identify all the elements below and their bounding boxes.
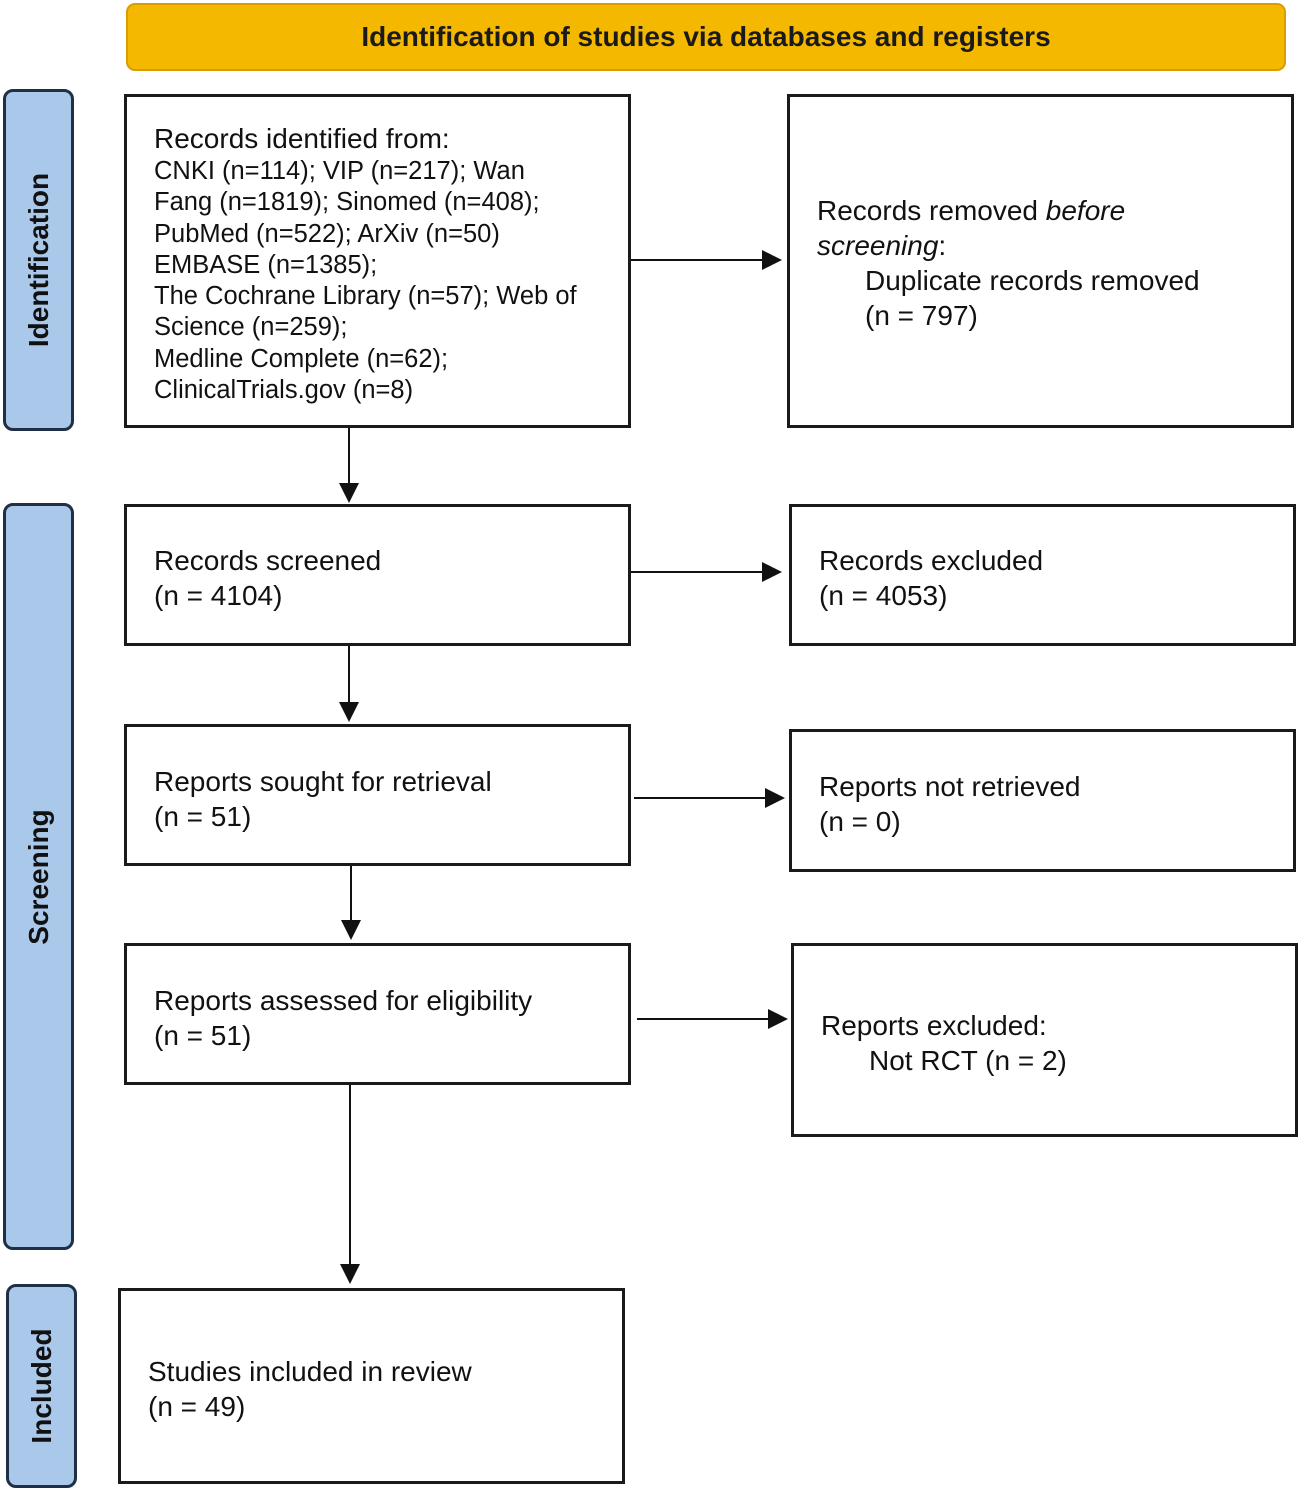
arrowhead xyxy=(762,250,782,270)
records-screened-count: (n = 4104) xyxy=(154,580,283,611)
arrowhead xyxy=(341,920,361,940)
source-line: CNKI (n=114); VIP (n=217); Wan xyxy=(154,157,525,185)
reports-sought-count: (n = 51) xyxy=(154,801,252,832)
reports-sought-label: Reports sought for retrieval xyxy=(154,766,492,797)
header-bar: Identification of studies via databases … xyxy=(126,3,1286,71)
records-screened-box: Records screened (n = 4104) xyxy=(124,504,631,646)
studies-included-box: Studies included in review (n = 49) xyxy=(118,1288,625,1484)
arrowhead xyxy=(765,788,785,808)
phase-screening: Screening xyxy=(3,503,74,1250)
reports-excluded-box: Reports excluded: Not RCT (n = 2) xyxy=(791,943,1298,1137)
records-excluded-label: Records excluded xyxy=(819,545,1044,576)
records-removed-box: Records removed before screening: Duplic… xyxy=(787,94,1294,428)
source-line: PubMed (n=522); ArXiv (n=50) xyxy=(154,219,500,248)
reports-not-retrieved-label: Reports not retrieved xyxy=(819,771,1081,802)
reports-not-retrieved-box: Reports not retrieved (n = 0) xyxy=(789,729,1296,872)
records-identified-box: Records identified from: CNKI (n=114); V… xyxy=(124,94,631,428)
reports-sought-box: Reports sought for retrieval (n = 51) xyxy=(124,724,631,866)
arrowhead xyxy=(768,1009,788,1029)
records-screened-label: Records screened xyxy=(154,545,382,576)
studies-included-label: Studies included in review xyxy=(148,1356,472,1387)
arrowhead xyxy=(340,1264,360,1284)
arrowhead xyxy=(762,562,782,582)
source-line: The Cochrane Library (n=57); Web of xyxy=(154,282,577,311)
source-line: Fang (n=1819); Sinomed (n=408); xyxy=(154,188,540,217)
source-line: EMBASE (n=1385); xyxy=(154,250,378,279)
records-removed-title: Records removed before xyxy=(817,195,1126,226)
header-title: Identification of studies via databases … xyxy=(361,21,1051,52)
arrowhead xyxy=(339,483,359,503)
records-excluded-count: (n = 4053) xyxy=(819,580,948,611)
duplicates-label: Duplicate records removed xyxy=(865,265,1200,296)
phase-identification: Identification xyxy=(3,89,74,431)
studies-included-count: (n = 49) xyxy=(148,1391,246,1422)
phase-included: Included xyxy=(6,1284,77,1488)
reports-assessed-count: (n = 51) xyxy=(154,1020,252,1051)
source-line: ClinicalTrials.gov (n=8) xyxy=(154,376,414,405)
duplicates-count: (n = 797) xyxy=(865,300,978,331)
source-line: Science (n=259); xyxy=(154,313,348,342)
reports-excluded-label: Reports excluded: xyxy=(821,1010,1047,1041)
records-identified-heading: Records identified from: xyxy=(154,123,450,154)
reports-not-retrieved-count: (n = 0) xyxy=(819,806,901,837)
records-excluded-box: Records excluded (n = 4053) xyxy=(789,504,1296,646)
reports-assessed-box: Reports assessed for eligibility (n = 51… xyxy=(124,943,631,1085)
reports-assessed-label: Reports assessed for eligibility xyxy=(154,985,533,1016)
records-removed-subtitle: screening: xyxy=(817,230,947,261)
reports-excluded-reason: Not RCT (n = 2) xyxy=(869,1045,1067,1076)
source-line: Medline Complete (n=62); xyxy=(154,344,449,373)
arrowhead xyxy=(339,702,359,722)
